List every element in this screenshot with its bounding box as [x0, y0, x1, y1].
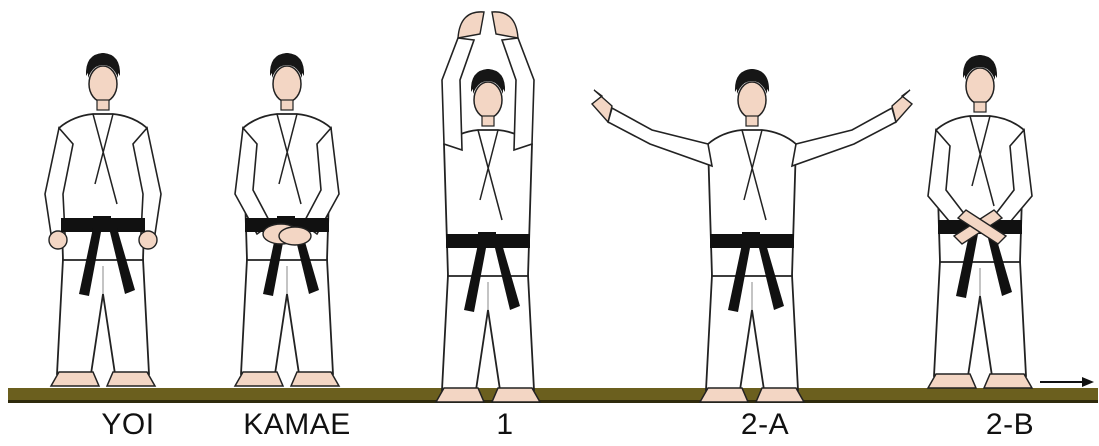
floor-mat: [8, 388, 1098, 402]
figure-2b: [928, 55, 1032, 388]
step-label-kamae: KAMAE: [243, 408, 351, 442]
step-label-2b: 2-B: [986, 408, 1034, 442]
figure-yoi: [45, 53, 161, 386]
step-label-2a: 2-A: [741, 408, 789, 442]
figure-2a: [592, 69, 912, 402]
figure-1: [436, 12, 540, 402]
floor-mat-edge: [8, 400, 1098, 403]
arrow-right-icon: [1040, 377, 1094, 387]
step-label-yoi: YOI: [101, 408, 154, 442]
figure-kamae: [235, 53, 339, 386]
step-label-1: 1: [496, 408, 513, 442]
